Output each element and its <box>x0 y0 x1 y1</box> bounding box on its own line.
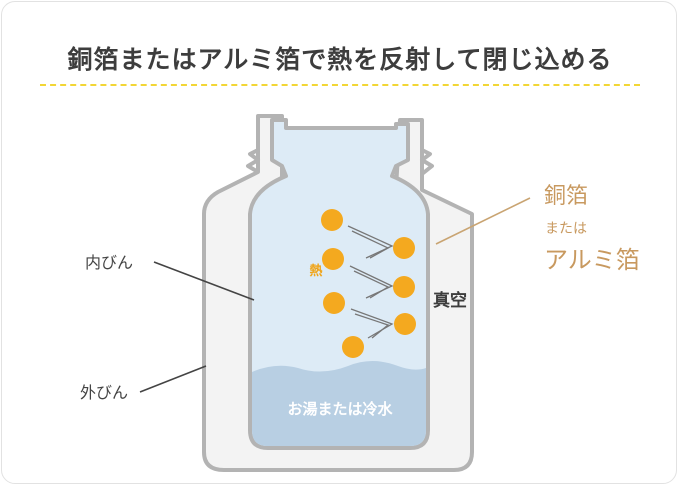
heat-dot <box>321 209 343 231</box>
foil-label-line2: または <box>545 221 587 237</box>
foil-label-line3: アルミ箔 <box>544 246 640 274</box>
page-title: 銅箔またはアルミ箔で熱を反射して閉じ込める <box>67 45 613 74</box>
liquid <box>252 361 426 446</box>
inner-bottle-leader <box>153 261 255 301</box>
reflection-lines <box>347 225 394 339</box>
heat-dot <box>393 237 415 259</box>
vacuum-label: 真空 <box>433 290 467 311</box>
liquid-label: お湯または冷水 <box>287 400 393 418</box>
heat-label: 熱 <box>309 263 322 279</box>
neck-threads <box>246 120 434 176</box>
outer-bottle-label: 外びん <box>80 383 128 402</box>
inner-bottle-label: 内びん <box>85 253 133 272</box>
heat-dot <box>394 313 416 335</box>
heat-dots <box>321 209 416 358</box>
outer-bottle-leader <box>139 365 207 393</box>
heat-dot <box>322 248 344 270</box>
heat-dot <box>323 292 345 314</box>
foil-label-line1: 銅箔 <box>544 184 588 209</box>
foil-leader <box>435 197 531 245</box>
heat-dot <box>393 276 415 298</box>
heat-dot <box>342 336 364 358</box>
title-underline <box>40 84 640 86</box>
